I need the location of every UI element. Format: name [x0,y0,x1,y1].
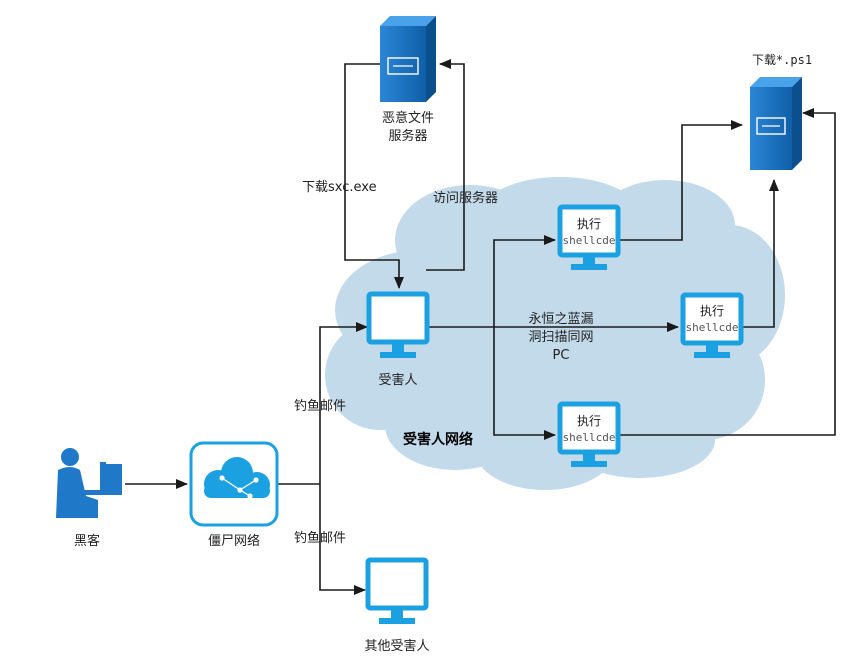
malware-server-label-1: 恶意文件 [382,110,434,126]
botnet-icon [189,441,279,527]
exec-bottom-label: 执行 [577,414,601,428]
victim-network-label: 受害人网络 [403,431,473,448]
ps1-server-label: 下载*.ps1 [752,53,812,67]
edge-visit-server [426,59,465,271]
exec-mid-shellcode: shellcde [686,321,739,334]
victim-monitor-icon [366,291,430,358]
edge-exec-bottom-server [620,108,836,436]
other-victim-label: 其他受害人 [364,638,429,654]
edge-label-eternal-blue-1: 永恒之蓝漏 [528,311,593,327]
other-victim-monitor-icon [365,557,429,624]
edge-label-phishing-lower: 钓鱼邮件 [294,530,346,546]
exec-bottom-shellcode: shellcde [563,431,616,444]
botnet-label: 僵尸网络 [208,533,260,549]
edge-label-eternal-blue-3: PC [553,348,570,363]
edge-exec-mid-server [742,179,779,328]
hacker-icon [56,448,122,518]
malware-server-icon [380,16,436,102]
edge-download-exe [344,63,404,289]
edge-label-phishing-upper: 钓鱼邮件 [294,398,346,414]
edge-phishing-victim [319,322,368,484]
exec-top-monitor-icon [557,204,621,270]
malware-server-label-2: 服务器 [388,128,427,144]
exec-mid-label: 执行 [700,304,724,318]
exec-top-label: 执行 [577,217,601,231]
edge-phishing-other-victim [319,484,366,595]
edge-label-eternal-blue-2: 洞扫描同网 [528,330,593,345]
edge-exec-top-server [620,120,743,241]
exec-mid-monitor-icon [680,292,744,358]
hacker-label: 黑客 [74,533,100,549]
exec-top-shellcode: shellcde [563,234,616,247]
victim-label: 受害人 [378,372,417,388]
edge-scan-exec-top [493,235,556,327]
edge-label-visit-server: 访问服务器 [433,190,498,206]
edge-scan-exec-bottom [493,327,556,440]
edges [125,59,836,595]
exec-bottom-monitor-icon [557,401,621,467]
ps1-server-icon [750,77,802,170]
edge-label-download-exe: 下载sxc.exe [302,180,377,195]
